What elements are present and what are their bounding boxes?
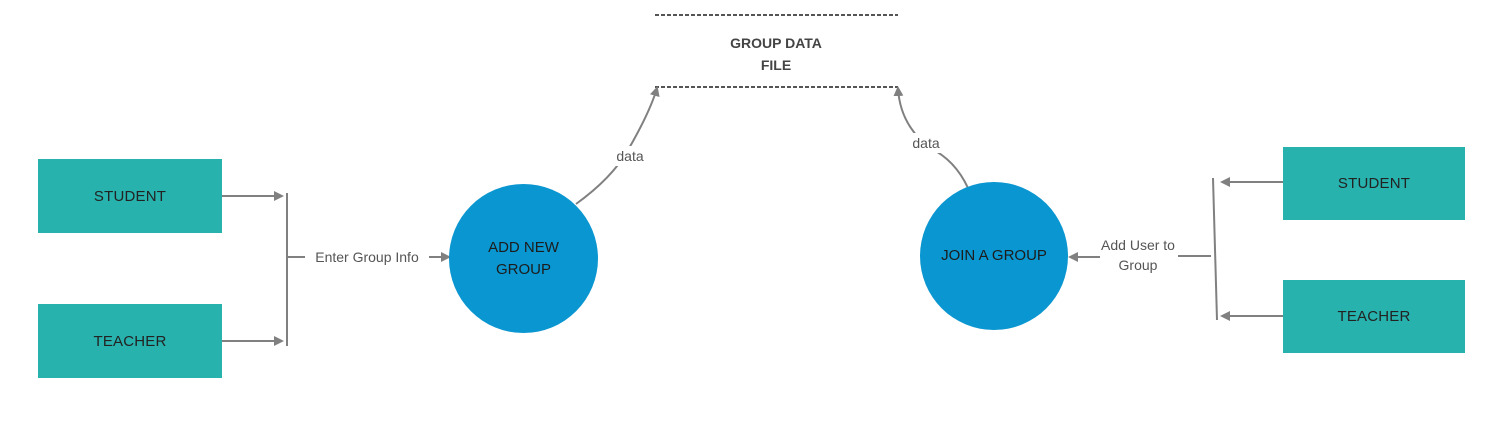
entity-label: STUDENT: [93, 187, 167, 205]
entity-label: TEACHER: [1337, 308, 1411, 325]
entity-label: TEACHER: [93, 332, 167, 350]
process-join-group[interactable]: JOIN A GROUP: [920, 182, 1068, 330]
flow-label-add-user: Add User to Group: [1100, 235, 1176, 275]
process-add-new-group[interactable]: ADD NEW GROUP: [449, 184, 598, 333]
right-bracket: [1212, 177, 1218, 321]
entity-teacher-right[interactable]: TEACHER: [1283, 280, 1465, 353]
process-label: JOIN A GROUP: [941, 247, 1047, 264]
entity-student-right[interactable]: STUDENT: [1283, 147, 1465, 220]
entity-teacher-left[interactable]: TEACHER: [38, 304, 222, 378]
process-label: ADD NEW GROUP: [488, 238, 559, 278]
datastore-label: GROUP DATA FILE: [730, 35, 822, 73]
flow-label-data-right: data: [906, 133, 946, 153]
entity-label: STUDENT: [1337, 175, 1411, 192]
entity-student-left[interactable]: STUDENT: [38, 159, 222, 233]
flow-label-data-left: data: [611, 146, 649, 166]
flow-label-enter-group-info: Enter Group Info: [305, 247, 429, 267]
